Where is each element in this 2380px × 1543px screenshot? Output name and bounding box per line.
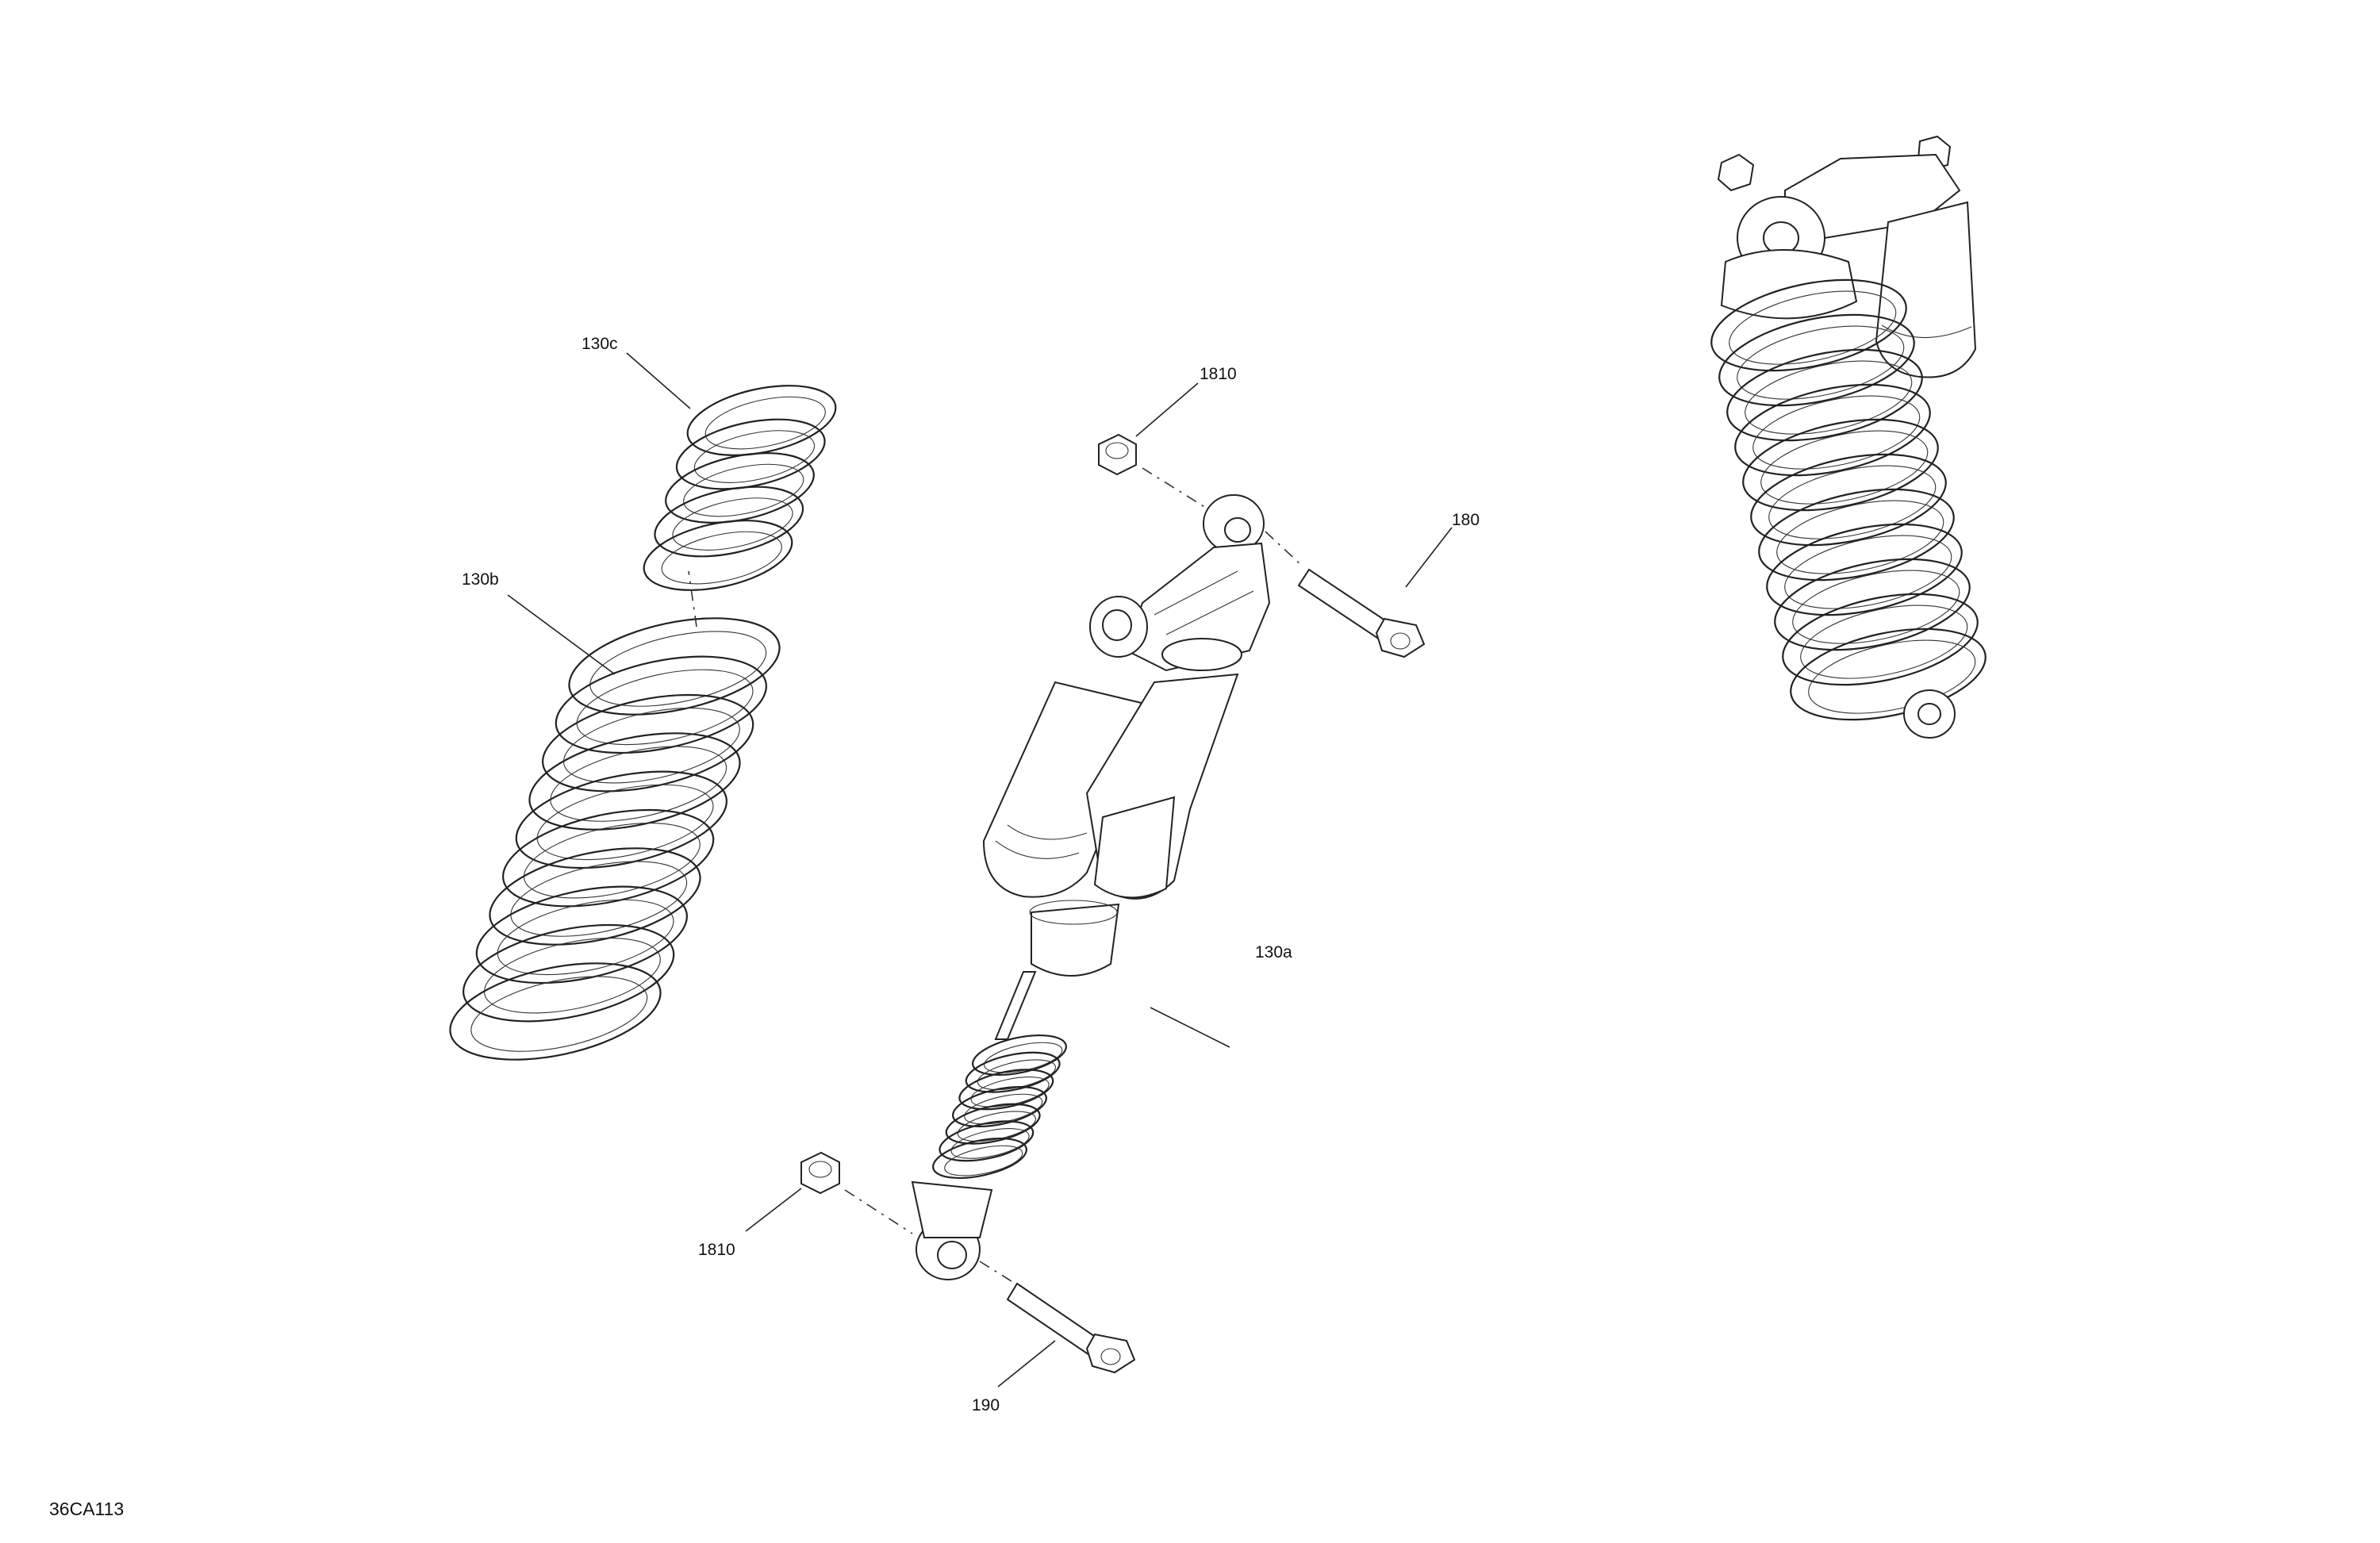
callout-130c: 130c — [582, 335, 618, 353]
alignment-line-nut-bottom — [844, 1189, 913, 1234]
callout-1810-bottom: 1810 — [698, 1241, 735, 1259]
spring-130b — [449, 617, 781, 1061]
alignment-line-nut-top — [1142, 467, 1207, 509]
alignment-line-springs — [688, 570, 697, 628]
figure-code: 36CA113 — [49, 1499, 124, 1519]
alignment-line-bolt-top — [1265, 531, 1302, 566]
assembled-shock-absorber — [1710, 135, 1987, 739]
alignment-line-bolt-bottom — [979, 1261, 1012, 1282]
callout-180: 180 — [1452, 511, 1480, 529]
nut-1810-top — [1098, 433, 1137, 476]
callout-130a: 130a — [1255, 943, 1292, 961]
callout-190: 190 — [972, 1396, 1000, 1414]
leader-lines — [507, 352, 1453, 1388]
shock-absorber-130a — [911, 494, 1271, 1280]
bolt-190 — [1006, 1282, 1136, 1374]
callout-1810-top: 1810 — [1200, 365, 1237, 383]
nut-1810-bottom — [800, 1151, 840, 1195]
bolt-180 — [1297, 568, 1426, 658]
spring-130c — [643, 385, 837, 591]
callout-130b: 130b — [462, 570, 499, 589]
